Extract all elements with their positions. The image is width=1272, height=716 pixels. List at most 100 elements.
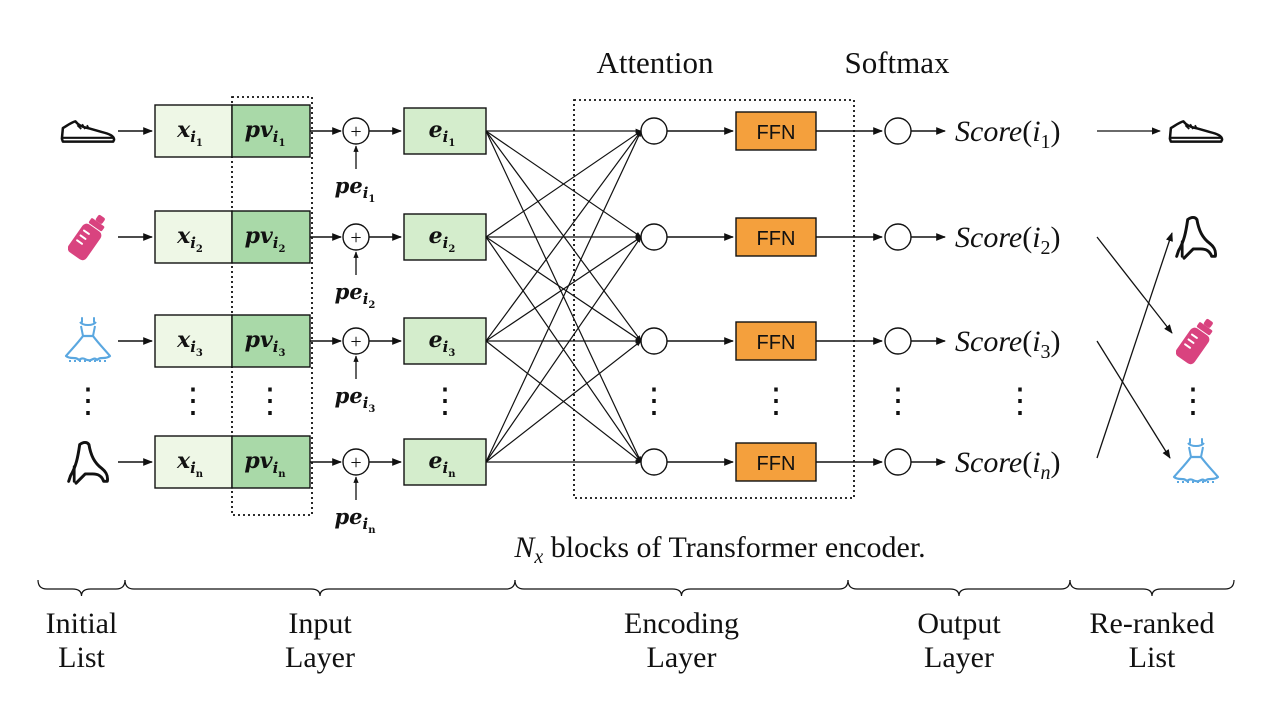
pv-symbol: pv: [245, 223, 273, 249]
rerank-arrow: [1096, 236, 1173, 334]
row-index: 1: [278, 138, 285, 149]
i-symbol: i: [443, 459, 449, 477]
row-index: 3: [1041, 341, 1051, 363]
row-index: 1: [1041, 131, 1051, 153]
pe-symbol: pe: [335, 173, 363, 198]
row-index: n: [278, 469, 286, 480]
section-label-line1: Initial: [46, 607, 118, 640]
softmax-header: Softmax: [844, 45, 950, 80]
dress-icon: [1172, 437, 1220, 484]
softmax-node: [884, 223, 912, 251]
row-index: 2: [368, 300, 375, 311]
attention-node: [640, 448, 668, 476]
pe-symbol: pe: [335, 279, 363, 304]
ellipsis-dots: ⋮: [1003, 383, 1037, 420]
embedding-box: [403, 317, 487, 365]
attention-edge: [485, 130, 642, 463]
i-symbol: i: [190, 338, 196, 356]
section-label-line1: Output: [917, 607, 1001, 640]
ffn-box: [735, 321, 817, 361]
section-brace: [514, 579, 849, 597]
section-label-line1: Encoding: [624, 607, 739, 640]
softmax-node: [884, 327, 912, 355]
row-index: 3: [278, 348, 285, 359]
plus-sign: +: [350, 452, 361, 474]
embedding-label: ei2: [429, 223, 456, 255]
section-brace: [1069, 579, 1235, 597]
row-index: 2: [278, 244, 285, 255]
caption-subscript: x: [533, 546, 543, 568]
score-paren-close: ): [1051, 446, 1061, 479]
attention-connections: [485, 128, 642, 465]
i-symbol: i: [363, 394, 369, 412]
ffn-box: [735, 217, 817, 257]
plus-sign: +: [350, 331, 361, 353]
bottle-icon: [1176, 316, 1216, 366]
plus-sign: +: [350, 227, 361, 249]
i-symbol: i: [190, 234, 196, 252]
score-label: Score(i3): [955, 325, 1061, 363]
attention-node: [640, 327, 668, 355]
i-symbol: i: [1032, 115, 1040, 148]
rerank-arrow: [1096, 340, 1171, 459]
ellipsis-dots: ⋮: [176, 383, 210, 420]
pe-symbol: pe: [334, 504, 362, 529]
position-embedding-label: pei2: [335, 279, 376, 311]
row-index: 3: [368, 404, 375, 415]
score-word: Score: [955, 325, 1022, 358]
row-index: 3: [196, 348, 203, 359]
item-feature-box: [154, 314, 233, 368]
softmax-node: [884, 448, 912, 476]
embedding-box: [403, 107, 487, 155]
section-label-line2: List: [1129, 641, 1176, 674]
personal-vector-box: [231, 314, 311, 368]
personal-vector-label: pvi2: [245, 223, 286, 255]
row-index: 1: [196, 138, 203, 149]
i-symbol: i: [190, 128, 196, 146]
i-symbol: i: [190, 459, 196, 477]
row-index: 1: [448, 138, 455, 149]
e-symbol: e: [429, 327, 443, 353]
ellipsis-dots: ⋮⋮⋮⋮⋮⋮⋮⋮⋮: [71, 383, 1210, 420]
ellipsis-dots: ⋮: [1176, 383, 1210, 420]
embedding-label: ei1: [429, 117, 456, 149]
ffn-box: [735, 111, 817, 151]
score-word: Score: [955, 446, 1022, 479]
pv-symbol: pv: [245, 117, 273, 143]
personal-vector-label: pvi1: [245, 117, 286, 149]
item-feature-box: [154, 210, 233, 264]
row-index: 2: [448, 244, 455, 255]
attention-header: Attention: [596, 45, 714, 80]
ffn-box: [735, 442, 817, 482]
attention-edge: [485, 130, 642, 342]
heel-icon: [1175, 215, 1218, 260]
ellipsis-dots: ⋮: [71, 383, 105, 420]
i-symbol: i: [1032, 325, 1040, 358]
i-symbol: i: [443, 338, 449, 356]
section-label-line1: Input: [288, 607, 352, 640]
section-brace: [37, 579, 126, 597]
ellipsis-dots: ⋮: [637, 383, 671, 420]
ffn-label: FFN: [757, 228, 796, 250]
section-label-line2: Layer: [924, 641, 994, 674]
section-label-line1: Re-ranked: [1090, 607, 1215, 640]
row-index: n: [1041, 462, 1051, 484]
softmax-node: [884, 117, 912, 145]
ellipsis-dots: ⋮: [759, 383, 793, 420]
i-symbol: i: [273, 338, 279, 356]
row-index: 3: [448, 348, 455, 359]
section-brace: [847, 579, 1071, 597]
e-symbol: e: [429, 223, 443, 249]
pv-symbol: pv: [244, 448, 272, 474]
attention-edge: [485, 236, 642, 463]
heel-icon: [67, 440, 110, 485]
position-embedding-label: pein: [334, 504, 376, 536]
encoder-block-box: [573, 99, 855, 499]
i-symbol: i: [273, 459, 279, 477]
